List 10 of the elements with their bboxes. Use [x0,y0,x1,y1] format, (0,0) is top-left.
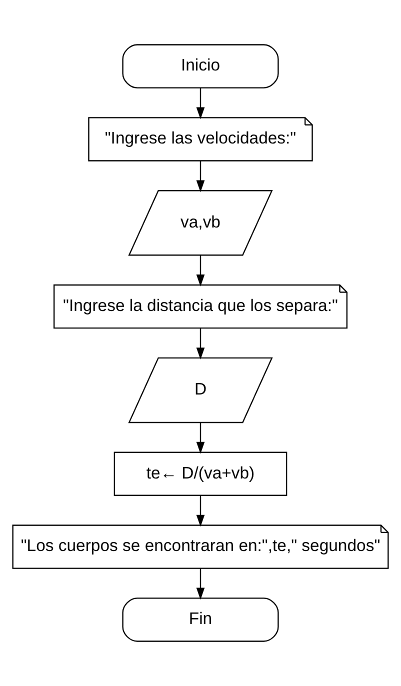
node-box: te← D/(va+vb) [114,452,288,496]
arrow [196,88,205,120]
arrow [196,328,205,360]
arrow [196,255,205,286]
node-box: Inicio [122,44,279,88]
arrow [196,160,205,192]
node-box: Fin [122,598,279,642]
arrow [196,568,205,600]
arrow [196,422,205,454]
arrow [196,495,205,527]
